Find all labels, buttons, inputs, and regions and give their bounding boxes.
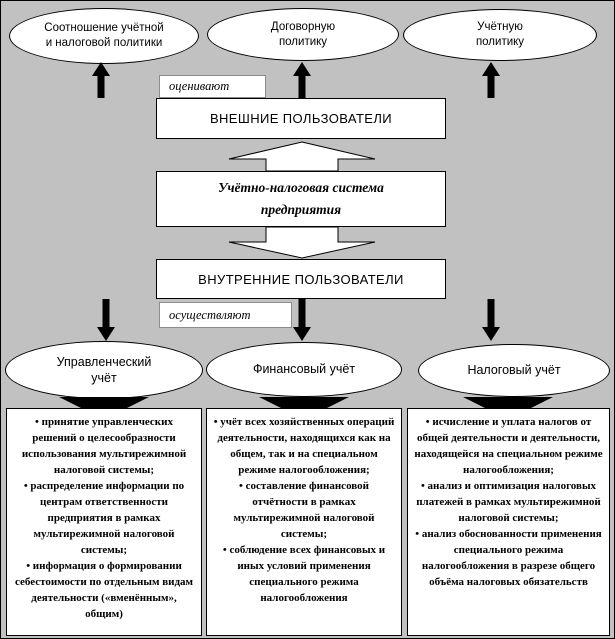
external-users-label: ВНЕШНИЕ ПОЛЬЗОВАТЕЛИ xyxy=(209,111,393,126)
ellipse-contract-policy-label: Договорную политику xyxy=(270,20,336,48)
management-accounting-details: • принятие управленческих решений о целе… xyxy=(6,408,202,636)
perform-label: осуществляют xyxy=(169,307,251,322)
bullet-item: • распределение информации по центрам от… xyxy=(23,480,185,556)
ellipse-accounting-policy: Учётную политику xyxy=(403,9,597,61)
ellipse-tax-accounting-label: Налоговый учёт xyxy=(467,363,561,378)
evaluate-label: оценивают xyxy=(169,79,230,93)
financial-accounting-details: • учёт всех хозяйственных операций деяте… xyxy=(206,408,402,636)
ellipse-tax-accounting: Налоговый учёт xyxy=(418,344,610,397)
block-arrow-down-icon xyxy=(228,226,376,259)
bullet-item: • анализ обоснованности применения специ… xyxy=(415,528,602,588)
ellipse-contract-policy: Договорную политику xyxy=(207,8,399,61)
arrow-up-left-icon xyxy=(92,62,110,98)
ellipse-policy-relation-label: Соотношение учётной и налоговой политики xyxy=(44,22,164,49)
system-title-box: Учётно-налоговая система предприятия xyxy=(156,171,446,227)
evaluate-label-box: оценивают xyxy=(159,75,266,98)
internal-users-label: ВНУТРЕННИЕ ПОЛЬЗОВАТЕЛИ xyxy=(198,271,404,287)
arrow-down-center-icon xyxy=(293,299,311,341)
bullet-item: • исчисление и уплата налогов от общей д… xyxy=(414,416,603,476)
arrow-down-right-icon xyxy=(482,299,500,341)
perform-label-box: осуществляют xyxy=(159,302,292,328)
bullet-item: • составление финансовой отчётности в ра… xyxy=(233,480,375,540)
bullet-item: • принятие управленческих решений о целе… xyxy=(21,416,187,476)
system-title-label: Учётно-налоговая система предприятия xyxy=(218,180,384,217)
ellipse-management-accounting: Управленческий учёт xyxy=(5,341,203,399)
ellipse-policy-relation: Соотношение учётной и налоговой политики xyxy=(9,8,199,64)
ellipse-financial-accounting: Финансовый учёт xyxy=(206,342,402,397)
arrow-up-right-icon xyxy=(482,62,500,98)
bullet-item: • информация о формировании себестоимост… xyxy=(14,560,194,620)
tax-accounting-details: • исчисление и уплата налогов от общей д… xyxy=(407,408,610,636)
ellipse-financial-accounting-label: Финансовый учёт xyxy=(252,362,356,377)
arrow-down-left-icon xyxy=(97,299,115,341)
block-arrow-up-icon xyxy=(228,141,376,172)
bullet-item: • анализ и оптимизация налоговых платеже… xyxy=(416,480,601,524)
external-users-box: ВНЕШНИЕ ПОЛЬЗОВАТЕЛИ xyxy=(156,98,446,139)
bullet-item: • учёт всех хозяйственных операций деяте… xyxy=(213,416,395,476)
arrow-up-center-icon xyxy=(293,62,311,98)
bullet-item: • соблюдение всех финансовых и иных усло… xyxy=(222,544,386,604)
ellipse-accounting-policy-label: Учётную политику xyxy=(475,21,525,48)
internal-users-box: ВНУТРЕННИЕ ПОЛЬЗОВАТЕЛИ xyxy=(156,259,446,299)
ellipse-management-accounting-label: Управленческий учёт xyxy=(56,354,152,385)
